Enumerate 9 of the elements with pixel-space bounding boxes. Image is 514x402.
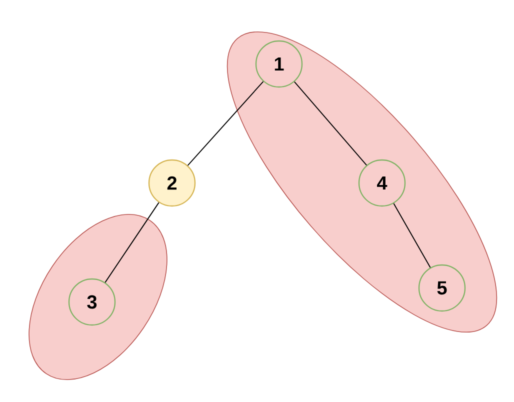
- connector-line: [187, 81, 264, 166]
- circle-node: 1: [255, 40, 303, 88]
- circle-node: 4: [358, 159, 406, 207]
- circle-node: 2: [148, 159, 196, 207]
- connector-line: [393, 202, 431, 268]
- connector-line: [294, 81, 368, 166]
- circle-node: 3: [68, 278, 116, 326]
- connector-line: [104, 202, 160, 283]
- circle-node: 5: [418, 264, 466, 312]
